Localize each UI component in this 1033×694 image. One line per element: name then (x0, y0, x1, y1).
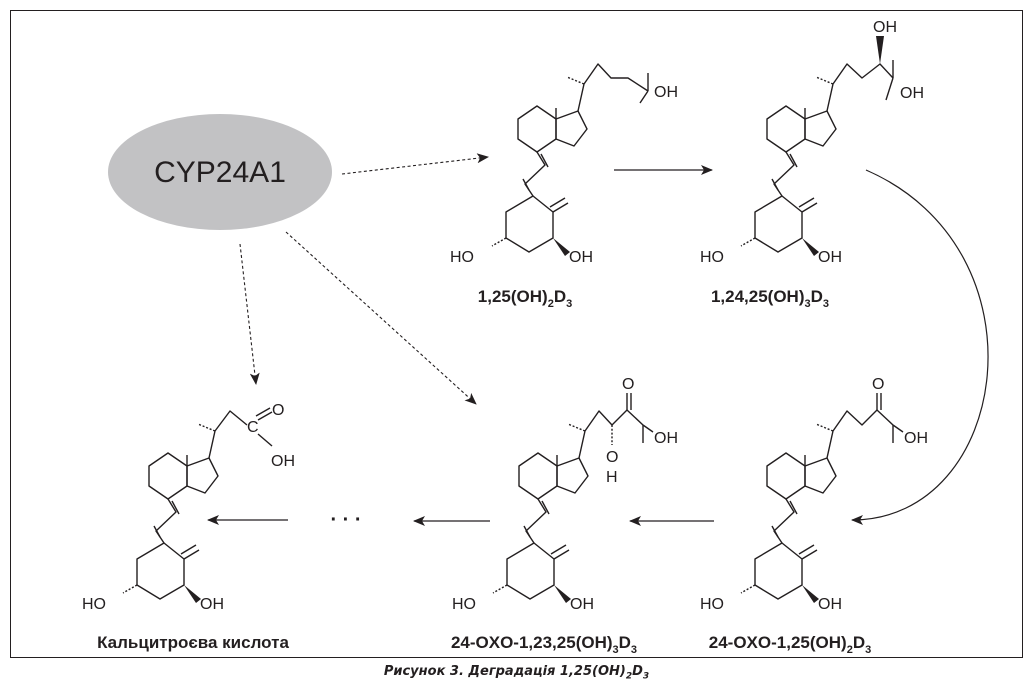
svg-text:HO: HO (700, 249, 724, 266)
compound-3-structure: O OH HO OH (700, 376, 928, 613)
degradation-scheme: CYP24A1 · · · OH HO OH 1,25(OH)2D3 OH OH… (82, 19, 989, 656)
svg-text:OH: OH (654, 84, 678, 101)
compound-4-label: 24-OXO-1,23,25(OH)3D3 (451, 633, 637, 656)
figure-frame (10, 10, 1023, 658)
svg-text:OH: OH (654, 430, 678, 447)
figure-caption: Рисунок 3. Деградація 1,25(OH)2D3 (383, 664, 650, 682)
compound-2-label: 1,24,25(OH)3D3 (711, 287, 829, 310)
compound-5-structure: C O OH HO OH (82, 402, 295, 613)
svg-text:O: O (606, 449, 618, 466)
curved-arrow-c2-to-c3 (851, 169, 989, 525)
svg-text:H: H (606, 469, 618, 486)
svg-text:HO: HO (82, 596, 106, 613)
compound-1-structure: OH HO OH (450, 63, 678, 266)
svg-text:OH: OH (200, 596, 224, 613)
svg-text:OH: OH (904, 430, 928, 447)
compound-2-structure: OH OH HO OH (700, 19, 924, 266)
svg-text:OH: OH (271, 453, 295, 470)
svg-text:OH: OH (569, 249, 593, 266)
svg-text:OH: OH (818, 596, 842, 613)
enzyme-label: CYP24A1 (154, 156, 286, 189)
svg-text:OH: OH (818, 249, 842, 266)
svg-text:C: C (247, 419, 259, 436)
compound-4-structure: O O H OH HO OH (452, 376, 678, 613)
compound-5-label: Кальцитроєва кислота (97, 633, 289, 652)
svg-text:OH: OH (570, 596, 594, 613)
svg-text:HO: HO (450, 249, 474, 266)
svg-text:HO: HO (452, 596, 476, 613)
dashed-arrow-to-c5 (239, 243, 260, 385)
svg-text:O: O (622, 376, 634, 393)
compound-1-label: 1,25(OH)2D3 (478, 287, 572, 310)
ellipsis-dots: · · · (330, 509, 361, 531)
dashed-arrow-to-c1 (341, 153, 489, 175)
svg-text:OH: OH (900, 85, 924, 102)
enzyme-ellipse (108, 114, 332, 230)
svg-text:O: O (272, 402, 284, 419)
svg-text:O: O (872, 376, 884, 393)
compound-3-label: 24-OXO-1,25(OH)2D3 (709, 633, 871, 656)
svg-text:HO: HO (700, 596, 724, 613)
dashed-arrow-to-c4 (285, 231, 477, 405)
svg-text:OH: OH (873, 19, 897, 36)
